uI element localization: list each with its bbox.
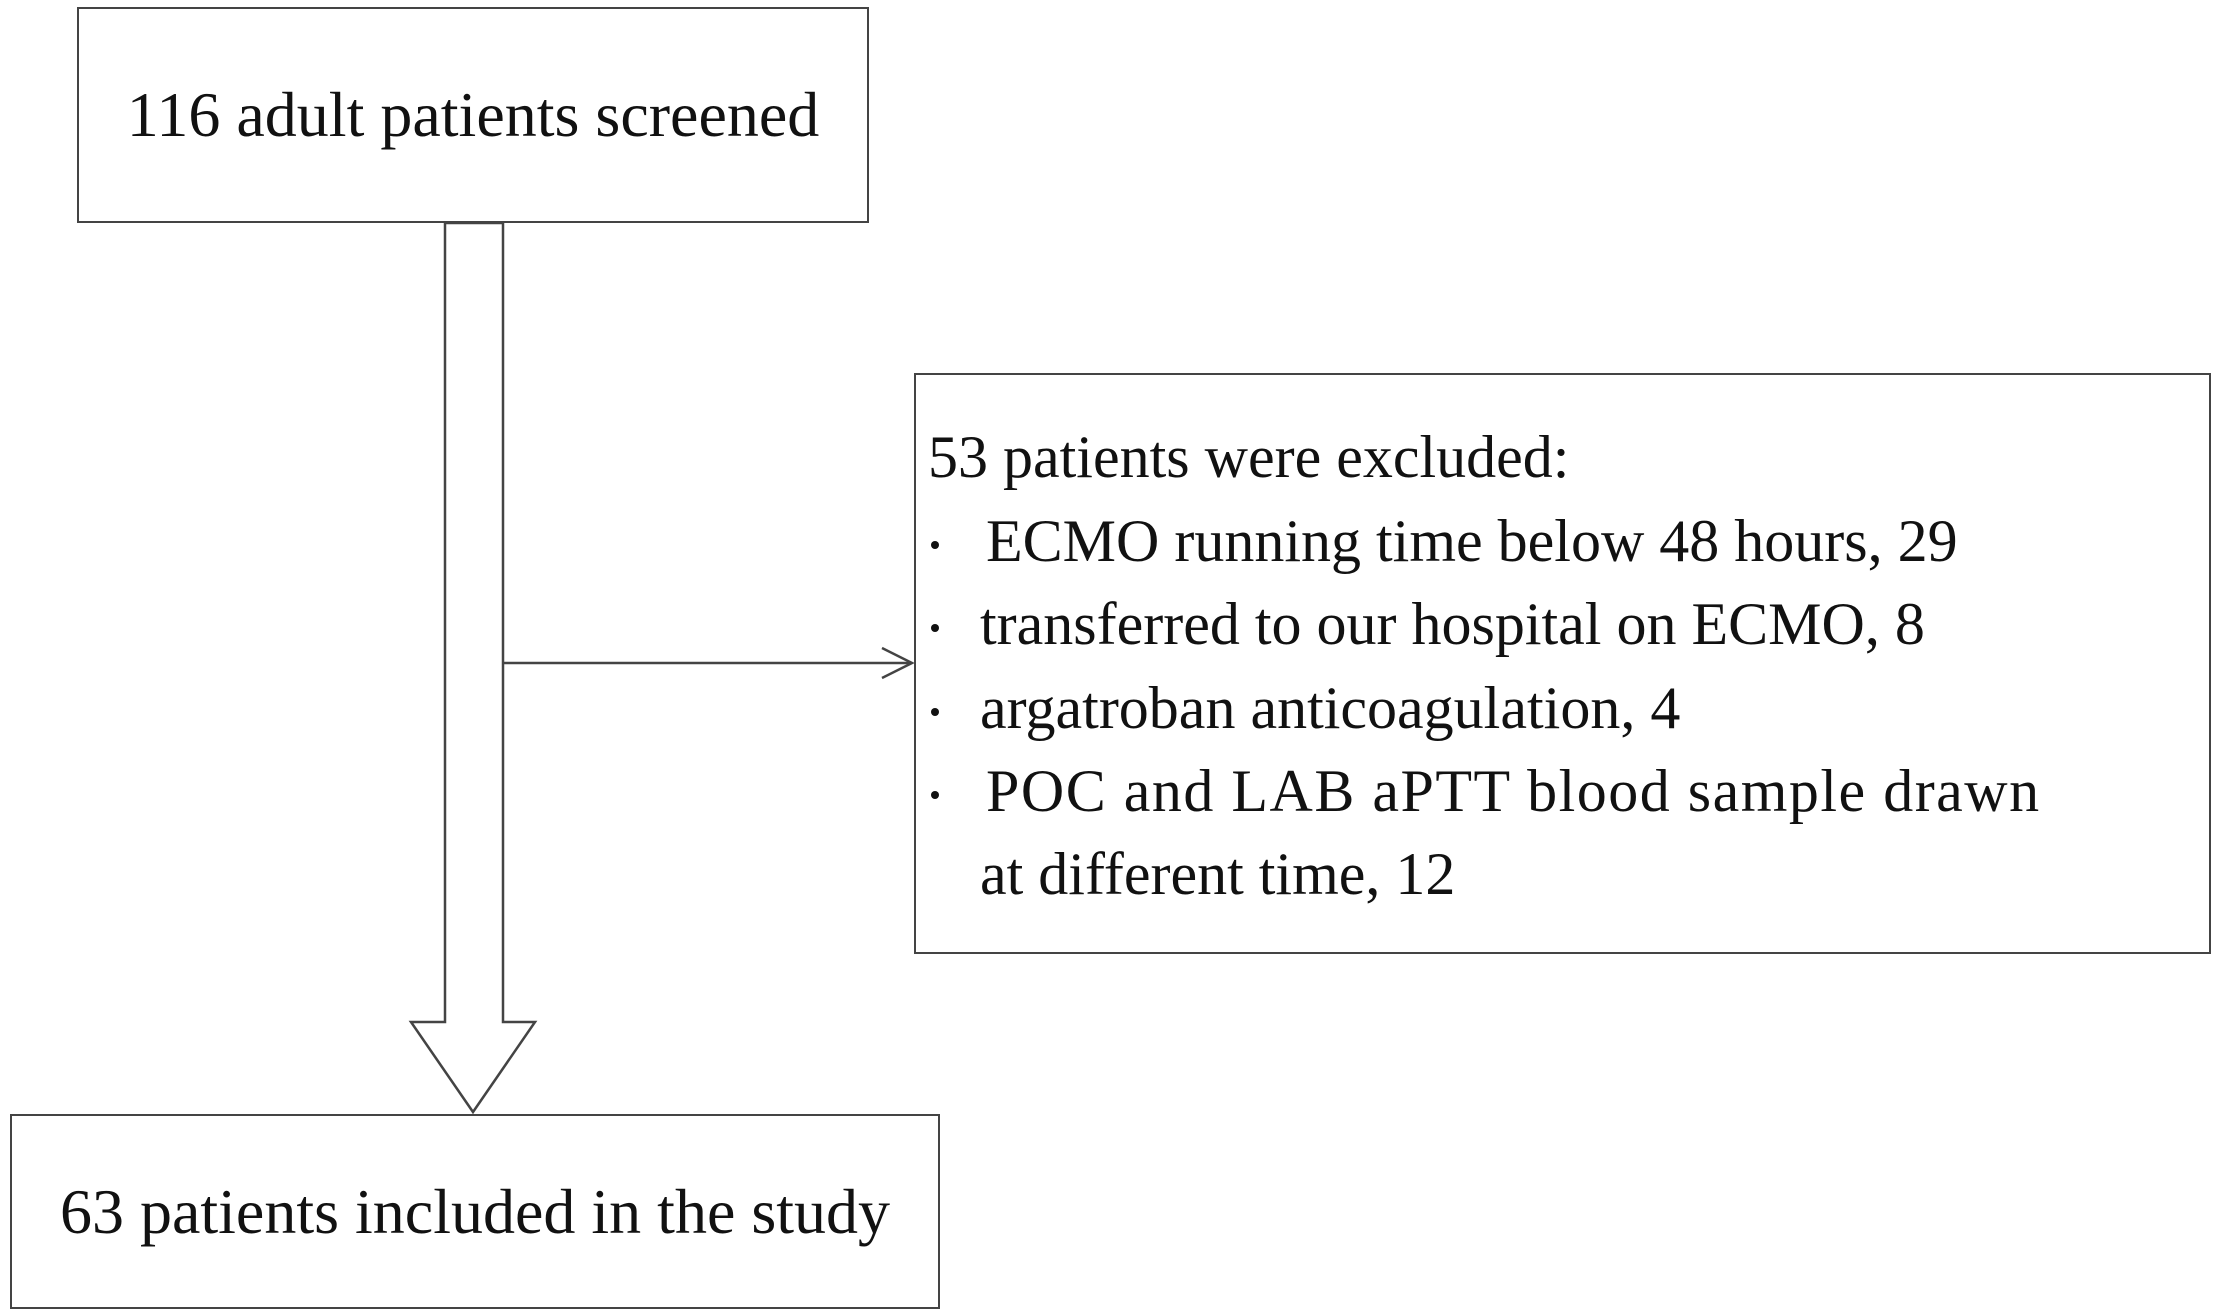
bullet-icon — [931, 791, 939, 799]
exclusion-reason: ECMO running time below 48 hours, 29 — [986, 508, 1958, 574]
bullet-icon — [931, 624, 939, 632]
screened-box: 116 adult patients screened — [77, 7, 869, 223]
excluded-title: 53 patients were excluded: — [928, 424, 1570, 490]
included-box: 63 patients included in the study — [10, 1114, 940, 1309]
exclusion-reason: argatroban anticoagulation, 4 — [980, 675, 1681, 741]
included-text: 63 patients included in the study — [59, 1175, 891, 1247]
bullet-icon — [931, 708, 939, 716]
exclusion-reason: POC and LAB aPTT blood sample drawn — [986, 758, 2041, 824]
exclusion-arrowhead — [881, 646, 915, 680]
main-flow-arrow — [408, 221, 538, 1115]
exclusion-reason: transferred to our hospital on ECMO, 8 — [980, 591, 1925, 657]
screened-text: 116 adult patients screened — [126, 79, 820, 150]
bullet-icon — [931, 541, 939, 549]
excluded-box: 53 patients were excluded: ECMO running … — [914, 373, 2211, 954]
exclusion-reason-continuation: at different time, 12 — [980, 841, 1456, 907]
